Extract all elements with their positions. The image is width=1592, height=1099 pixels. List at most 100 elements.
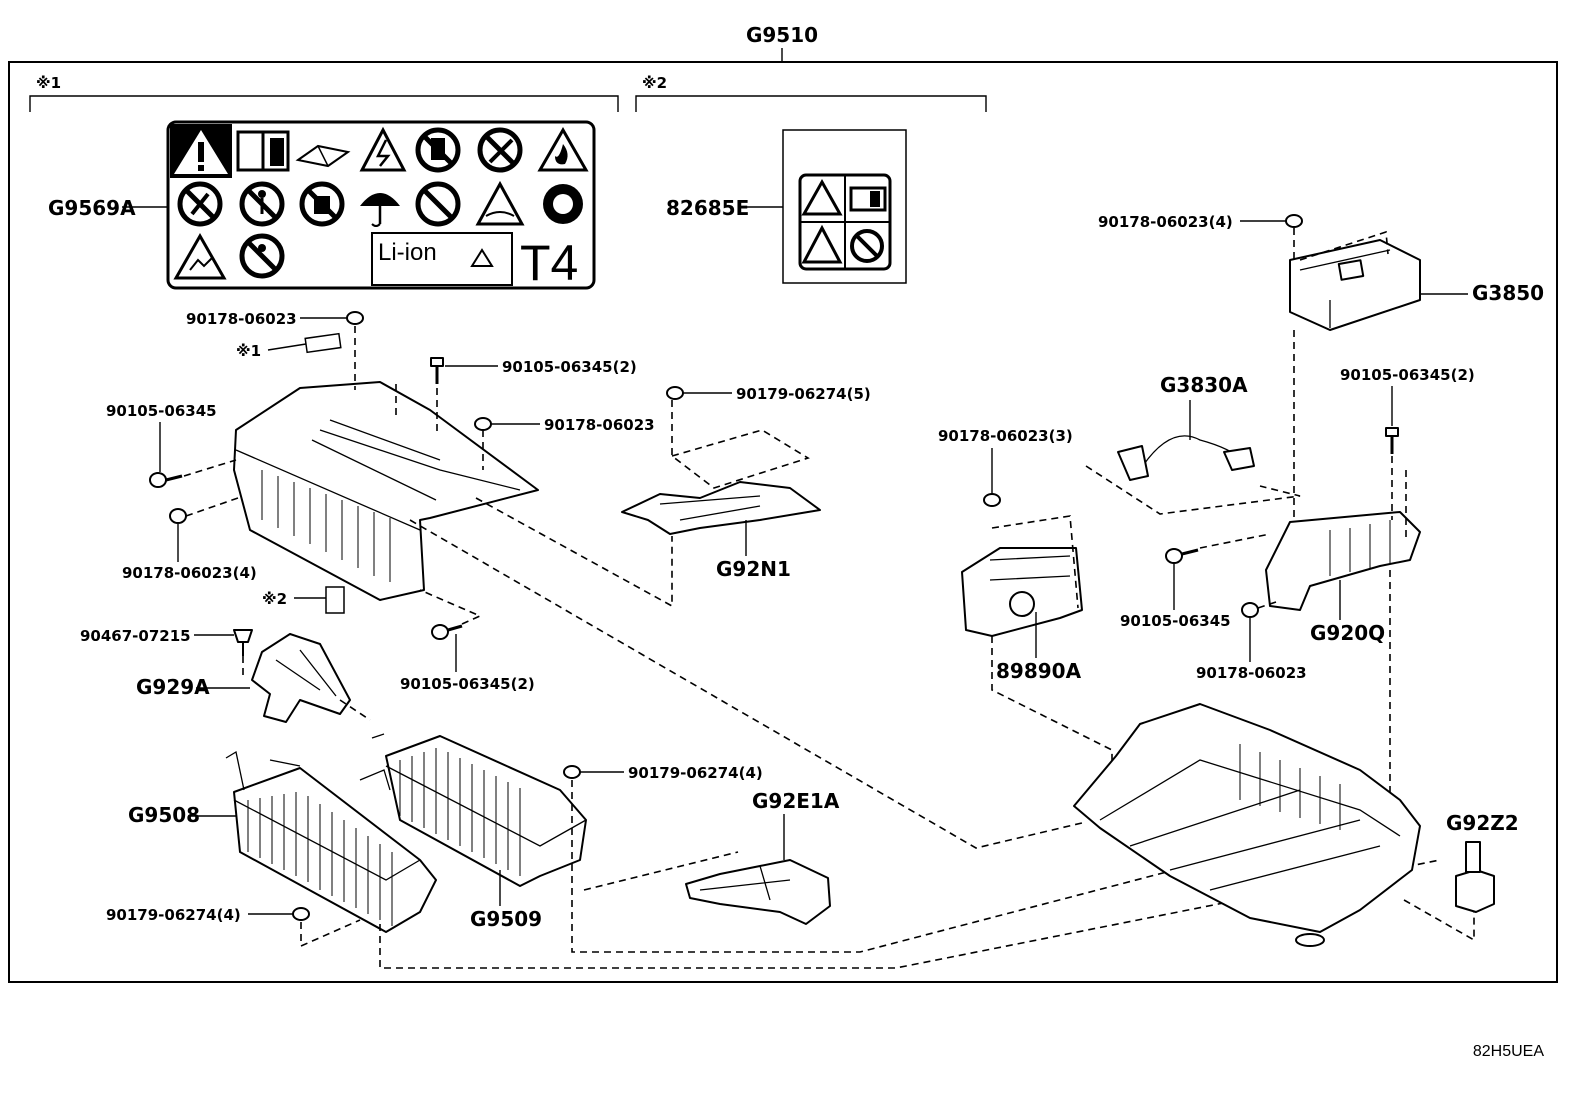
- g9508-battery-stack[interactable]: [225, 750, 437, 933]
- dashline-tray: [1403, 899, 1475, 942]
- assembly-frame: [8, 61, 1558, 983]
- manual-info-icon: [236, 130, 290, 172]
- keep-dry-icon: [360, 193, 400, 227]
- g3830a-harness-part[interactable]: [1085, 435, 1301, 515]
- bolt-icon: [149, 472, 183, 488]
- callout-bolt-n[interactable]: 90178-06023: [1196, 664, 1307, 682]
- callout-g92e1a[interactable]: G92E1A: [752, 789, 840, 813]
- callout-bolt-m[interactable]: 90105-06345: [1120, 612, 1231, 630]
- callout-g920q[interactable]: G920Q: [1310, 621, 1385, 645]
- dashline-g92e1a: [583, 851, 739, 891]
- g920q-bracket-part[interactable]: [1265, 511, 1421, 611]
- battery-tray-part[interactable]: [1073, 703, 1421, 947]
- dashline-m: [1199, 533, 1271, 549]
- g92e1a-duct-part[interactable]: [685, 859, 831, 925]
- assembly-label[interactable]: G9510: [746, 23, 818, 47]
- bolt-icon: [1385, 427, 1399, 454]
- caution-triangle-icon: [801, 178, 843, 216]
- recycle-symbol-icon: [543, 184, 583, 224]
- callout-bolt-g[interactable]: 90105-06345(2): [400, 675, 535, 693]
- g9509-battery-stack[interactable]: [359, 733, 587, 887]
- callout-bolt-b[interactable]: 90105-06345(2): [502, 358, 637, 376]
- dashline-f: [185, 497, 239, 517]
- ecu-89890a-part[interactable]: [961, 515, 1083, 637]
- bolt-icon: [1165, 548, 1199, 564]
- dashline-cover-to-tray: [409, 519, 1087, 849]
- li-ion-text: Li-ion: [378, 239, 437, 266]
- callout-g929a[interactable]: G929A: [136, 675, 210, 699]
- high-voltage-icon: [359, 126, 407, 172]
- bolt-icon: [431, 624, 463, 640]
- warning-label-g9569a[interactable]: Li-ion T4: [166, 120, 596, 291]
- warning-label-82685e[interactable]: [782, 129, 907, 284]
- g92z2-bracket-part[interactable]: [1455, 841, 1495, 913]
- group-bracket-2: ※2: [635, 74, 987, 112]
- callout-g9509[interactable]: G9509: [470, 907, 542, 931]
- manual-info-icon: [849, 186, 887, 212]
- no-disassemble-icon: [177, 181, 223, 227]
- callout-bolt-h[interactable]: 90179-06274(4): [106, 906, 241, 924]
- ecu-dash-frame: [991, 515, 1079, 609]
- callout-g3830a[interactable]: G3830A: [1160, 373, 1248, 397]
- callout-g92z2[interactable]: G92Z2: [1446, 811, 1519, 835]
- callout-clip[interactable]: 90467-07215: [80, 627, 191, 645]
- group-bracket-1: ※1: [29, 74, 619, 112]
- dashline-n: [1257, 601, 1277, 609]
- callout-82685e[interactable]: 82685E: [666, 196, 749, 220]
- ref-mark-1: ※1: [236, 342, 261, 360]
- nut-icon: [169, 508, 187, 524]
- nut-icon: [983, 493, 1001, 507]
- nut-icon: [563, 765, 581, 779]
- explosion-icon: [173, 232, 227, 280]
- callout-bolt-f[interactable]: 90178-06023(4): [122, 564, 257, 582]
- t4-grade-text: T4: [520, 235, 578, 291]
- diagram-code: 82H5UEA: [1473, 1043, 1544, 1060]
- dashline-e: [183, 459, 237, 477]
- recycle-arrows-icon: [470, 248, 494, 267]
- callout-89890a[interactable]: 89890A: [996, 659, 1082, 683]
- nut-icon: [346, 311, 364, 325]
- callout-g92n1[interactable]: G92N1: [716, 557, 791, 581]
- clip-icon: [233, 629, 253, 656]
- corrosive-icon: [475, 180, 525, 226]
- g3850-junction-part[interactable]: [1289, 230, 1421, 331]
- callout-g3850[interactable]: G3850: [1472, 281, 1544, 305]
- leader-ref-1: [267, 343, 307, 351]
- no-water-icon: [415, 181, 461, 227]
- g92n1-part[interactable]: [621, 429, 821, 535]
- nut-icon: [1285, 214, 1303, 228]
- no-dispose-icon: [299, 181, 345, 227]
- upper-cover-part[interactable]: [233, 332, 539, 614]
- callout-bolt-i[interactable]: 90179-06274(4): [628, 764, 763, 782]
- no-touch-icon: [415, 127, 461, 173]
- callout-bolt-k[interactable]: 90178-06023(4): [1098, 213, 1233, 231]
- small-label-2: [325, 586, 345, 614]
- callout-bolt-l[interactable]: 90105-06345(2): [1340, 366, 1475, 384]
- high-voltage-icon: [801, 224, 843, 264]
- dashline-bottom: [379, 859, 1441, 969]
- g92n1-dash-frame: [670, 429, 810, 489]
- no-children-icon: [239, 233, 285, 279]
- callout-bolt-c[interactable]: 90179-06274(5): [736, 385, 871, 403]
- dashline-i: [571, 780, 1367, 953]
- no-touch-icon: [850, 229, 884, 263]
- callout-bolt-a[interactable]: 90178-06023: [186, 310, 297, 328]
- nut-icon: [666, 386, 684, 400]
- callout-g9569a[interactable]: G9569A: [48, 196, 136, 220]
- small-label-1: [304, 332, 342, 354]
- ref-mark-2: ※2: [262, 590, 287, 608]
- group-mark-1: ※1: [36, 74, 61, 92]
- callout-g9508[interactable]: G9508: [128, 803, 200, 827]
- g3850-dash-frame: [1299, 230, 1389, 261]
- callout-bolt-e[interactable]: 90105-06345: [106, 402, 217, 420]
- nut-icon: [1241, 602, 1259, 618]
- open-book-icon: [295, 144, 351, 168]
- no-person-icon: [239, 181, 285, 227]
- flammable-icon: [537, 126, 589, 172]
- g929a-duct-part[interactable]: [251, 633, 351, 723]
- callout-bolt-j[interactable]: 90178-06023(3): [938, 427, 1073, 445]
- harness-dash-frame: [1085, 465, 1301, 515]
- callout-bolt-d[interactable]: 90178-06023: [544, 416, 655, 434]
- dashline-g92n1: [475, 497, 673, 608]
